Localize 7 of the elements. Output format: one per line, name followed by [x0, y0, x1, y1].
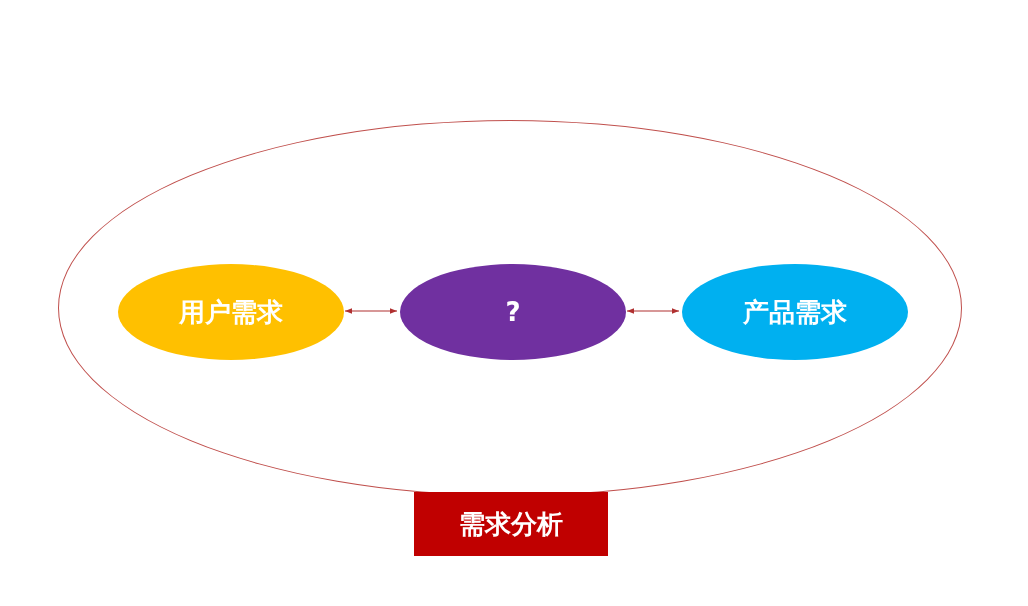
node-label: 需求分析: [459, 507, 563, 541]
node-label: ?: [505, 297, 521, 327]
label-box: [414, 492, 608, 556]
double-arrow: [344, 308, 398, 314]
node-label: 用户需求: [179, 295, 283, 329]
node-label: 产品需求: [743, 295, 847, 329]
double-arrow: [626, 308, 680, 314]
